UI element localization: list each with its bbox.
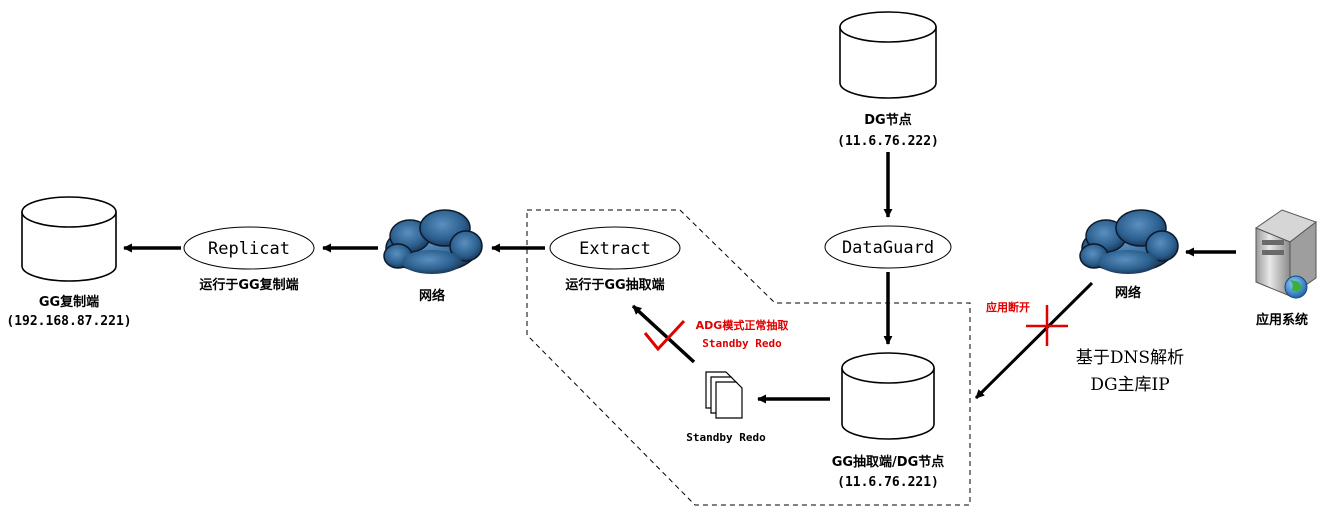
dg-node-database-cylinder-icon <box>839 11 937 99</box>
extract-label: Extract <box>579 239 651 259</box>
adg-standby-annotation: Standby Redo <box>702 337 782 350</box>
gg-extract-region-boundary <box>526 209 971 506</box>
red-cross-icon <box>1026 305 1068 346</box>
gg-replica-ip: (192.168.87.221) <box>6 314 131 329</box>
left-cloud-network-icon <box>383 209 483 274</box>
app-disconnect-annotation: 应用断开 <box>986 300 1030 314</box>
dataguard-label: DataGuard <box>842 238 934 258</box>
gg-extract-dg-node-ip: (11.6.76.221) <box>837 475 939 490</box>
red-check-icon <box>643 319 686 352</box>
dns-annotation-line2: DG主库IP <box>1090 375 1169 395</box>
standby-redo-label: Standby Redo <box>686 431 766 444</box>
dataguard-oval <box>824 225 952 269</box>
app-system-label: 应用系统 <box>1256 312 1308 328</box>
app-server-globe-icon <box>1254 209 1318 299</box>
right-network-label: 网络 <box>1115 285 1141 301</box>
gg-replica-database-cylinder-icon <box>21 196 117 282</box>
arrow-standby-redo-to-extract <box>631 304 696 364</box>
adg-normal-annotation: ADG模式正常抽取 <box>696 318 789 332</box>
dns-annotation-line1: 基于DNS解析 <box>1076 348 1184 368</box>
dg-node-name: DG节点 <box>864 112 911 128</box>
replicat-label: Replicat <box>208 239 290 259</box>
gg-replica-name: GG复制端 <box>39 294 99 310</box>
extract-caption: 运行于GG抽取端 <box>565 277 664 293</box>
gg-extract-dg-database-cylinder-icon <box>841 352 935 440</box>
gg-extract-dg-node-name: GG抽取端/DG节点 <box>832 454 945 470</box>
left-network-label: 网络 <box>419 288 445 304</box>
replicat-caption: 运行于GG复制端 <box>199 277 298 293</box>
extract-oval <box>549 226 681 270</box>
right-cloud-network-icon <box>1079 209 1179 274</box>
standby-redo-stacked-documents-icon <box>705 371 743 419</box>
dg-node-ip: (11.6.76.222) <box>837 134 939 149</box>
replicat-oval <box>183 226 315 270</box>
arrow-network-to-gg-dg-node <box>974 281 1094 400</box>
